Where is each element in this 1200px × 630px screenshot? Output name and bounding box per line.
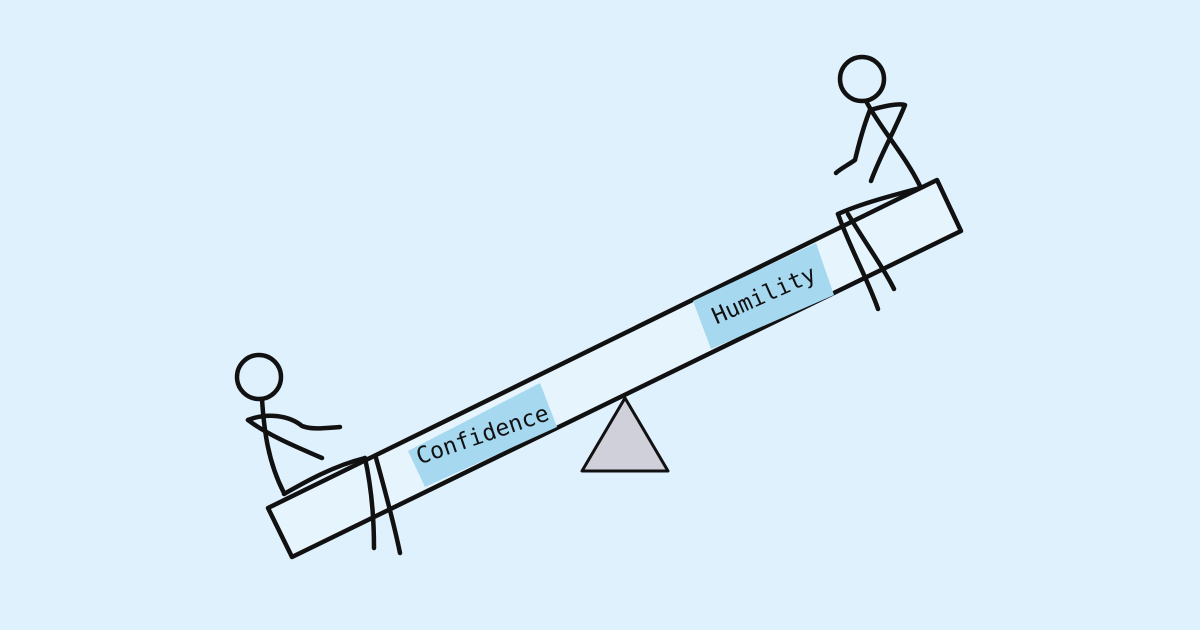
right-figure-thigh	[835, 185, 923, 217]
right-figure-arm	[833, 107, 873, 176]
humility-highlight	[693, 243, 834, 349]
left-figure-thigh	[281, 455, 368, 497]
right-figure-head	[837, 54, 887, 104]
left-stick-figure	[234, 352, 403, 556]
right-figure-legs	[835, 211, 897, 312]
left-figure-head	[234, 352, 284, 402]
right-stick-figure	[833, 54, 923, 312]
left-figure-arm-back	[245, 417, 325, 461]
left-figure-arm	[245, 413, 343, 431]
fulcrum	[580, 396, 670, 473]
confidence-highlight	[408, 383, 557, 487]
left-figure-legs	[362, 455, 403, 556]
right-figure-arm-back	[867, 102, 908, 184]
left-figure-body	[259, 396, 287, 496]
